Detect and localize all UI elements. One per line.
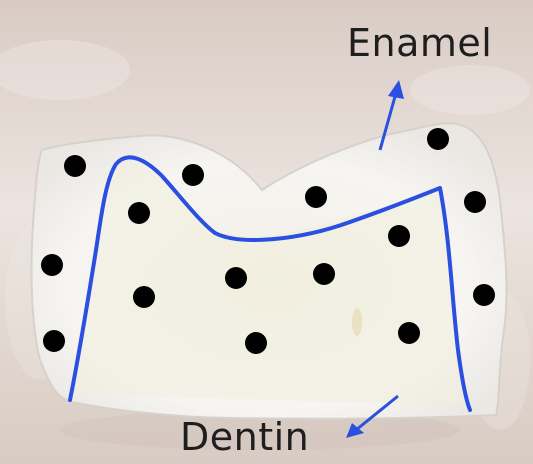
dot bbox=[427, 128, 449, 150]
dot bbox=[182, 164, 204, 186]
dot bbox=[473, 284, 495, 306]
dot bbox=[305, 186, 327, 208]
dot bbox=[43, 330, 65, 352]
dot bbox=[225, 267, 247, 289]
dot bbox=[464, 191, 486, 213]
dot bbox=[64, 155, 86, 177]
dot bbox=[128, 202, 150, 224]
dot bbox=[41, 254, 63, 276]
dot bbox=[398, 322, 420, 344]
dot bbox=[388, 225, 410, 247]
surface-mark bbox=[352, 308, 362, 336]
dentin-label: Dentin bbox=[180, 418, 309, 456]
dot bbox=[313, 263, 335, 285]
dot bbox=[133, 286, 155, 308]
enamel-label: Enamel bbox=[347, 24, 492, 62]
dot bbox=[245, 332, 267, 354]
